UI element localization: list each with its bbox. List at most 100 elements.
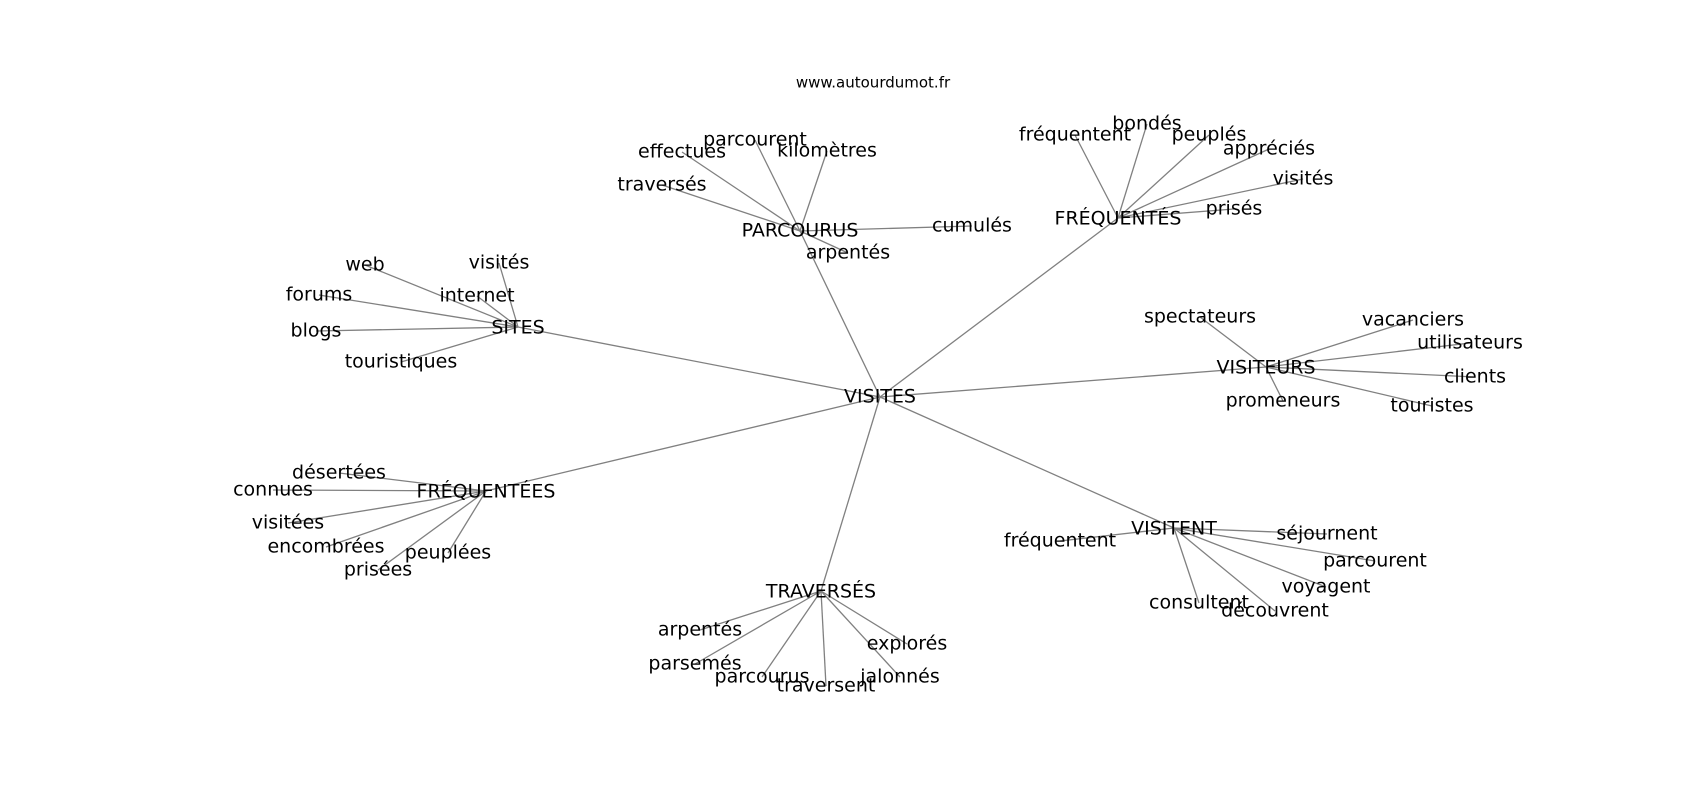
word-node-parcourus-arpentes: arpentés <box>806 242 890 264</box>
word-node-visitent-decouvrent: découvrent <box>1221 600 1329 622</box>
edge-frequentees-desertees <box>338 472 487 492</box>
word-node-frequentees-prisees: prisées <box>344 559 412 581</box>
graph-labels: www.autourdumot.fr VISITES PARCOURUS effec… <box>233 74 1523 697</box>
edge-frequentes-bondes <box>1117 123 1148 219</box>
word-node-frequentees-desertees: désertées <box>292 462 386 484</box>
edge-center-visiteurs <box>879 366 1267 398</box>
edge-sites-forums <box>318 294 519 328</box>
word-node-visiteurs-spectateurs: spectateurs <box>1144 306 1256 328</box>
edge-traverses-arpentes <box>699 590 822 631</box>
edge-visiteurs-promeneurs <box>1265 366 1284 402</box>
edge-sites-internet <box>476 295 519 328</box>
word-node-visitent-sejournent: séjournent <box>1276 523 1377 545</box>
group-node-frequentees: FRÉQUENTÉES <box>417 480 556 503</box>
edge-frequentes-apprecies <box>1117 148 1270 219</box>
edge-visiteurs-touristes <box>1265 366 1433 407</box>
edge-visiteurs-vacanciers <box>1265 319 1414 368</box>
edge-frequentees-peuplees <box>447 490 487 554</box>
edge-center-frequentes <box>879 217 1119 398</box>
word-node-visiteurs-touristes: touristes <box>1390 395 1473 417</box>
word-node-visitent-consultent: consultent <box>1149 592 1249 614</box>
word-node-parcourus-cumules: cumulés <box>932 215 1012 237</box>
word-node-visiteurs-clients: clients <box>1444 366 1506 388</box>
edge-sites-web <box>364 264 519 328</box>
word-node-parcourus-kilometres: kilomètres <box>777 140 877 162</box>
word-node-parcourus-effectues: effectués <box>638 141 726 163</box>
edge-visitent-voyagent <box>1173 527 1327 588</box>
edge-visitent-decouvrent <box>1173 527 1276 612</box>
word-node-traverses-explores: explorés <box>867 633 948 655</box>
edge-visiteurs-utilisateurs <box>1265 342 1471 368</box>
edge-sites-blogs <box>315 326 519 332</box>
word-node-visitent-frequentent: fréquentent <box>1004 530 1116 552</box>
word-node-sites-blogs: blogs <box>291 320 342 342</box>
word-node-traverses-traversent: traversent <box>777 675 876 697</box>
edge-frequentees-encombrees <box>325 490 487 548</box>
word-node-sites-web: web <box>345 254 384 276</box>
edge-frequentees-prisees <box>377 490 487 571</box>
edge-sites-visites <box>498 262 519 328</box>
edge-parcourus-effectues <box>681 151 801 232</box>
group-node-visiteurs: VISITEURS <box>1216 357 1315 379</box>
edge-frequentees-connues <box>272 489 487 492</box>
edge-traverses-jalonnes <box>820 590 901 678</box>
site-label: www.autourdumot.fr <box>796 74 951 92</box>
word-node-frequentes-visites: visités <box>1273 168 1334 190</box>
center-node-label: VISITES <box>844 386 916 408</box>
word-node-sites-touristiques: touristiques <box>345 351 458 373</box>
graph-edges <box>272 123 1476 687</box>
edge-center-visitent <box>879 396 1175 529</box>
edge-parcourus-parcourent <box>754 139 801 232</box>
word-node-frequentes-frequentent: fréquentent <box>1019 124 1131 146</box>
word-node-frequentes-prises: prisés <box>1206 198 1263 220</box>
word-node-sites-forums: forums <box>286 284 353 306</box>
edge-visitent-consultent <box>1173 527 1200 604</box>
group-node-frequentes: FRÉQUENTÉS <box>1055 207 1182 230</box>
word-node-visiteurs-vacanciers: vacanciers <box>1362 309 1464 331</box>
group-node-parcourus: PARCOURUS <box>742 220 859 242</box>
word-node-frequentes-apprecies: appréciés <box>1223 138 1315 160</box>
edge-visiteurs-clients <box>1265 366 1476 378</box>
word-node-frequentees-peuplees: peuplées <box>405 542 491 564</box>
edge-visitent-frequentent <box>1059 527 1175 542</box>
word-node-traverses-parsemes: parsemés <box>648 653 741 675</box>
word-node-frequentes-bondes: bondés <box>1112 113 1181 135</box>
edge-traverses-explores <box>820 590 908 645</box>
edge-center-frequentees <box>485 396 881 492</box>
group-node-sites: SITES <box>491 317 544 339</box>
edge-parcourus-cumules <box>799 225 973 232</box>
edge-frequentes-prises <box>1117 208 1235 219</box>
edge-parcourus-arpentes <box>799 230 849 254</box>
group-node-visitent: VISITENT <box>1131 518 1217 540</box>
edge-visiteurs-spectateurs <box>1199 316 1267 368</box>
edge-frequentees-visitees <box>287 490 487 524</box>
edge-parcourus-traverses <box>661 184 801 232</box>
word-node-frequentees-visitees: visitées <box>252 512 324 534</box>
edge-frequentes-peuples <box>1117 134 1210 219</box>
group-node-traverses: TRAVERSÉS <box>765 580 876 603</box>
word-node-sites-visites: visités <box>469 252 530 274</box>
word-node-traverses-parcourus: parcourus <box>715 666 810 688</box>
word-node-visitent-parcourent: parcourent <box>1323 550 1427 572</box>
edge-center-parcourus <box>799 230 881 398</box>
edge-center-sites <box>517 326 881 398</box>
word-node-parcourus-traverses: traversés <box>617 174 706 196</box>
word-node-frequentees-encombrees: encombrées <box>267 536 384 558</box>
word-node-visitent-voyagent: voyagent <box>1282 576 1371 598</box>
word-node-frequentes-peuples: peuplés <box>1172 124 1247 146</box>
word-node-sites-internet: internet <box>439 285 514 307</box>
edge-center-traverses <box>820 396 881 592</box>
edge-traverses-traversent <box>820 590 827 687</box>
word-node-visiteurs-utilisateurs: utilisateurs <box>1417 332 1523 354</box>
edge-traverses-parsemes <box>694 590 822 665</box>
edge-frequentes-visites <box>1117 178 1304 219</box>
edge-parcourus-kilometres <box>799 150 828 232</box>
word-node-parcourus-parcourent: parcourent <box>703 129 807 151</box>
word-node-frequentees-connues: connues <box>233 479 313 501</box>
edge-visitent-sejournent <box>1173 527 1328 535</box>
edge-visitent-parcourent <box>1173 527 1376 562</box>
word-node-traverses-arpentes: arpentés <box>658 619 742 641</box>
edge-frequentes-frequentent <box>1074 134 1119 219</box>
edge-sites-touristiques <box>400 326 519 363</box>
